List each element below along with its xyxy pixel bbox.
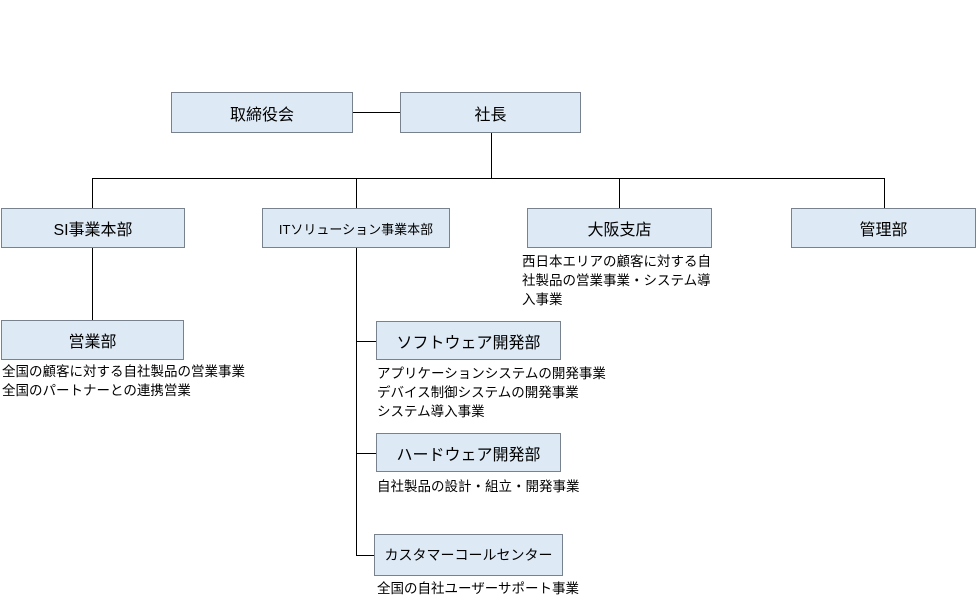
connector-drop-si — [92, 178, 93, 208]
org-node-si-division[interactable]: SI事業本部 — [1, 208, 185, 248]
org-node-admin-dept[interactable]: 管理部 — [791, 208, 976, 248]
connector-stub-soft — [356, 341, 376, 342]
org-node-customer-call-center[interactable]: カスタマーコールセンター — [374, 534, 563, 576]
connector-stub-hard — [356, 453, 376, 454]
connector-board-president — [353, 112, 400, 113]
org-node-label: SI事業本部 — [53, 222, 133, 239]
org-node-software-dev-dept[interactable]: ソフトウェア開発部 — [376, 321, 561, 360]
connector-itsol-trunk — [356, 248, 357, 556]
hardware-dev-dept-description: 自社製品の設計・組立・開発事業 — [377, 479, 580, 494]
org-node-it-solution-division[interactable]: ITソリューション事業本部 — [262, 208, 450, 248]
org-node-label: 大阪支店 — [587, 222, 652, 239]
org-node-label: ソフトウェア開発部 — [396, 334, 541, 352]
software-dev-dept-description: アプリケーションシステムの開発事業 デバイス制御システムの開発事業 システム導入… — [377, 366, 606, 419]
customer-call-center-description: 全国の自社ユーザーサポート事業 — [377, 581, 579, 596]
connector-president-drop — [491, 133, 492, 178]
org-node-osaka-branch[interactable]: 大阪支店 — [527, 208, 712, 248]
connector-drop-itsol — [356, 178, 357, 208]
sales-dept-description: 全国の顧客に対する自社製品の営業事業 全国のパートナーとの連携営業 — [2, 364, 245, 398]
org-node-sales-dept[interactable]: 営業部 — [1, 320, 184, 360]
connector-drop-osaka — [619, 178, 620, 208]
org-node-label: ハードウェア開発部 — [396, 446, 541, 464]
org-node-label: ITソリューション事業本部 — [278, 221, 434, 237]
org-node-hardware-dev-dept[interactable]: ハードウェア開発部 — [376, 433, 561, 472]
org-node-label: 営業部 — [68, 334, 117, 351]
org-node-label: カスタマーコールセンター — [384, 547, 553, 563]
connector-si-eigyo — [92, 248, 93, 320]
connector-main-horizontal — [92, 178, 885, 179]
connector-drop-kanri — [884, 178, 885, 208]
org-node-president[interactable]: 社長 — [400, 92, 581, 133]
org-node-label: 取締役会 — [229, 106, 294, 124]
org-node-label: 管理部 — [859, 222, 908, 239]
org-node-board-of-directors[interactable]: 取締役会 — [171, 92, 353, 133]
org-node-label: 社長 — [474, 106, 507, 124]
osaka-branch-description: 西日本エリアの顧客に対する自社製品の営業事業・システム導入事業 — [522, 254, 711, 307]
connector-stub-call — [356, 555, 374, 556]
